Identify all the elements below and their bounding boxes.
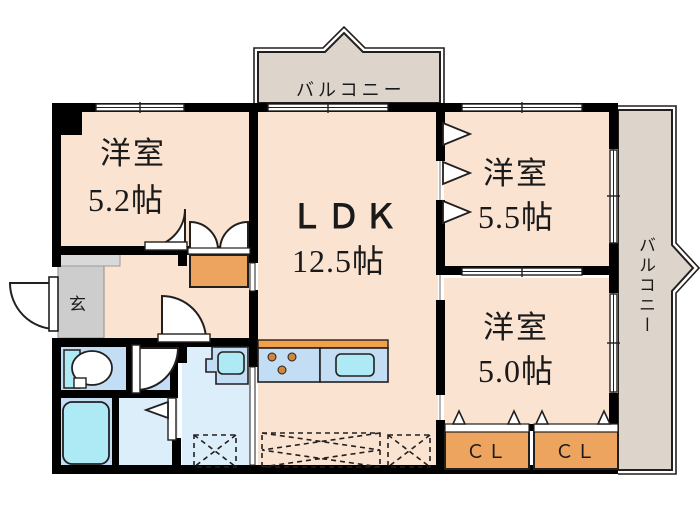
cooktop bbox=[257, 347, 321, 383]
closet-bedroom-50[interactable] bbox=[444, 409, 619, 470]
genkan-step bbox=[57, 261, 105, 339]
balcony-right bbox=[617, 105, 700, 475]
closet-hall[interactable] bbox=[187, 220, 251, 288]
room-label-bedroom-52-name: 洋室 bbox=[100, 136, 166, 171]
washbasin bbox=[205, 346, 249, 385]
room-label-bedroom-50-name: 洋室 bbox=[483, 310, 549, 345]
room-label-bedroom-50-size: 5.0帖 bbox=[478, 353, 555, 389]
folding-door-bedroom-55[interactable] bbox=[442, 121, 473, 225]
entrance-label: 玄 bbox=[69, 295, 86, 314]
room-label-bedroom-55-size: 5.5帖 bbox=[478, 199, 555, 235]
bathtub bbox=[62, 401, 110, 465]
door-hallway[interactable] bbox=[157, 294, 211, 343]
balcony-right-label: バルコニー bbox=[636, 236, 655, 336]
floor-bedroom-55 bbox=[444, 110, 618, 270]
floor-bedroom-52 bbox=[58, 110, 254, 255]
door-bedroom-52[interactable] bbox=[144, 208, 188, 251]
kitchen-counter bbox=[257, 339, 389, 383]
door-washroom[interactable] bbox=[131, 344, 180, 394]
door-bathroom[interactable] bbox=[143, 397, 177, 441]
room-label-bedroom-55-name: 洋室 bbox=[483, 156, 549, 191]
toilet-fixture bbox=[63, 349, 113, 389]
room-label-bedroom-52-size: 5.2帖 bbox=[88, 182, 165, 218]
closet-label-right: ＣＬ bbox=[555, 442, 598, 463]
closet-label-left: ＣＬ bbox=[466, 442, 509, 463]
room-label-ldk-size: 12.5帖 bbox=[292, 243, 386, 279]
floor-bedroom-50 bbox=[444, 278, 618, 430]
overhead-storage-dashed bbox=[193, 432, 431, 468]
room-label-ldk-name: ＬＤＫ bbox=[290, 200, 401, 236]
floor-ldk bbox=[258, 110, 438, 470]
balcony-top-label: バルコニー bbox=[296, 80, 406, 100]
entry-door[interactable] bbox=[8, 276, 59, 332]
kitchen-sink-basin bbox=[335, 353, 375, 377]
interior-walls bbox=[52, 103, 618, 474]
sliding-track bbox=[249, 262, 256, 466]
windows bbox=[95, 102, 620, 393]
balcony-top bbox=[253, 25, 445, 104]
